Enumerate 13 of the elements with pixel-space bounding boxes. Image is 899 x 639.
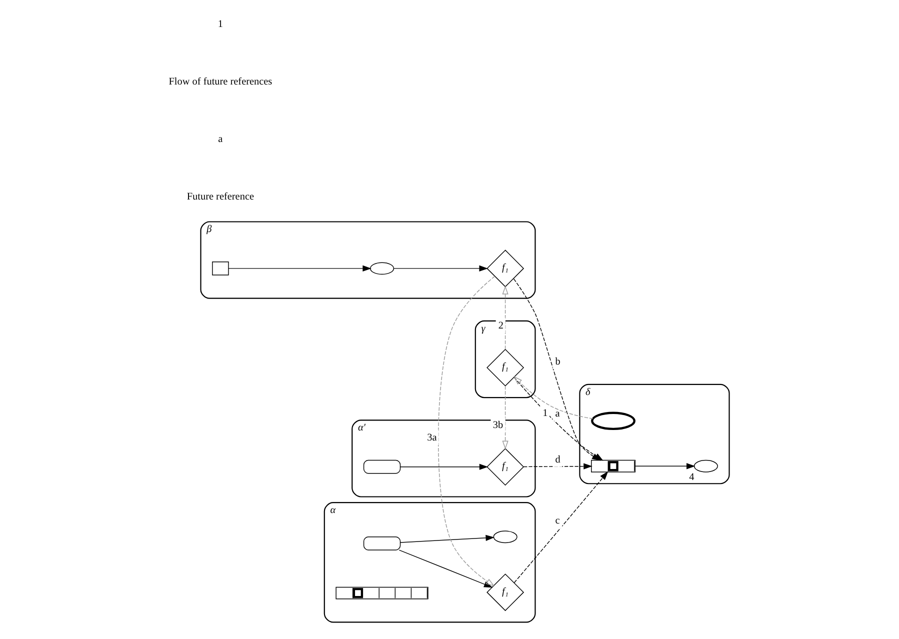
edge-label: b bbox=[555, 356, 560, 368]
edge-label: 2 bbox=[498, 320, 504, 332]
edge-label: 1 bbox=[542, 408, 548, 420]
node-label: 4 bbox=[689, 472, 694, 484]
edge-label: 3b bbox=[492, 420, 504, 432]
label: 1 bbox=[218, 18, 224, 30]
legend-label: Future reference bbox=[186, 192, 254, 203]
edge-label: 3a bbox=[427, 432, 437, 444]
edge-label: a bbox=[555, 408, 560, 420]
legend-label: Flow of future references bbox=[168, 76, 272, 88]
edge-label: d bbox=[555, 454, 560, 466]
edge-label: c bbox=[555, 516, 560, 527]
label: a bbox=[218, 134, 223, 146]
